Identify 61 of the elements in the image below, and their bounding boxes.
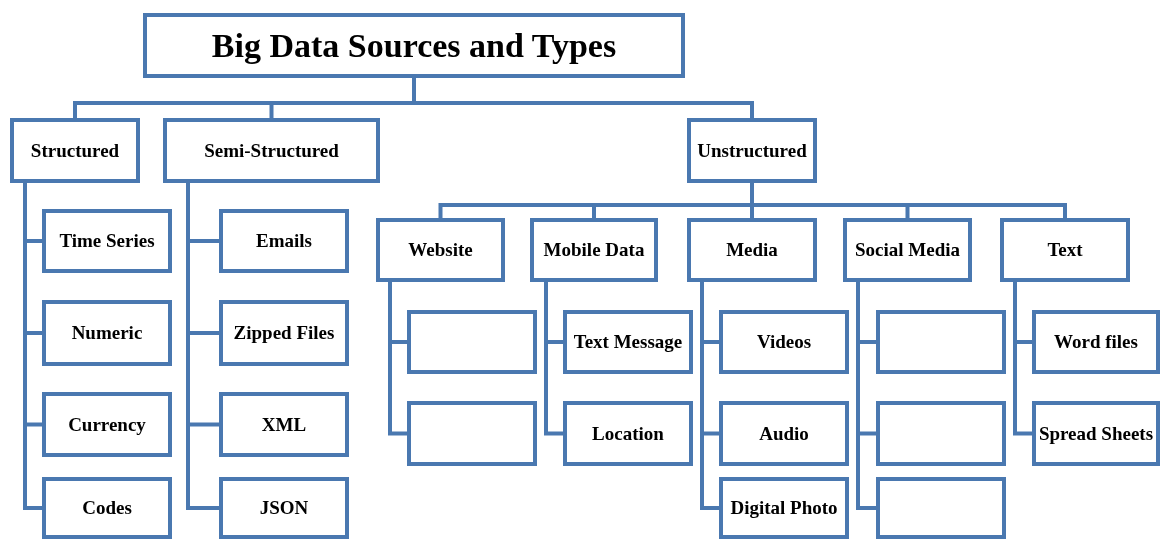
empty-box xyxy=(876,477,1006,539)
category-box xyxy=(219,209,349,273)
category-box xyxy=(563,401,693,466)
category-box xyxy=(219,392,349,457)
connector-line xyxy=(412,78,754,118)
empty-box xyxy=(876,310,1006,374)
node-label: Zipped Files xyxy=(233,323,335,343)
category-box xyxy=(530,218,658,282)
category-box xyxy=(1032,310,1160,374)
category-box xyxy=(376,218,505,282)
connector-line xyxy=(388,282,407,436)
category-box xyxy=(42,300,172,366)
category-box xyxy=(687,118,817,183)
connector-line xyxy=(544,282,563,436)
node-label: Word files xyxy=(1054,332,1138,352)
node-label: Numeric xyxy=(71,323,143,343)
node-label: Website xyxy=(408,240,473,260)
category-box xyxy=(843,218,972,282)
category-box xyxy=(10,118,140,183)
node-label: Mobile Data xyxy=(543,240,645,260)
node-label: XML xyxy=(261,414,307,435)
node-label: Text xyxy=(1047,240,1083,260)
node-label: Social Media xyxy=(855,240,960,260)
title-label: Big Data Sources and Types xyxy=(211,27,617,64)
category-box xyxy=(1032,401,1160,466)
category-box xyxy=(163,118,380,183)
category-box xyxy=(219,477,349,539)
category-box xyxy=(1000,218,1130,282)
node-label: Spread Sheets xyxy=(1038,423,1154,444)
node-label: Audio xyxy=(759,423,809,444)
connector-line xyxy=(23,183,42,510)
category-box xyxy=(719,477,849,539)
node-label: Videos xyxy=(756,332,812,352)
node-label: Unstructured xyxy=(697,140,807,161)
category-box xyxy=(719,401,849,466)
connector-line xyxy=(1013,282,1032,436)
empty-box xyxy=(876,401,1006,466)
node-label: Location xyxy=(592,423,664,444)
node-label: Structured xyxy=(30,140,120,161)
category-box xyxy=(219,300,349,366)
node-label: Media xyxy=(726,240,778,260)
node-label: Time Series xyxy=(59,231,155,251)
category-box xyxy=(719,310,849,374)
node-label: Text Message xyxy=(573,332,683,352)
empty-box xyxy=(407,310,537,374)
empty-box xyxy=(407,401,537,466)
node-label: Codes xyxy=(82,498,132,518)
title-box xyxy=(143,13,685,78)
category-box xyxy=(687,218,817,282)
connector-line xyxy=(700,282,719,510)
category-box xyxy=(42,209,172,273)
node-label: Semi-Structured xyxy=(204,140,339,161)
node-label: Digital Photo xyxy=(730,498,838,518)
node-label: JSON xyxy=(259,498,309,518)
category-box xyxy=(563,310,693,374)
connector-line xyxy=(856,282,876,510)
connector-line xyxy=(750,183,1067,218)
category-box xyxy=(42,392,172,457)
category-box xyxy=(42,477,172,539)
node-label: Currency xyxy=(68,414,146,435)
node-label: Emails xyxy=(256,231,312,251)
